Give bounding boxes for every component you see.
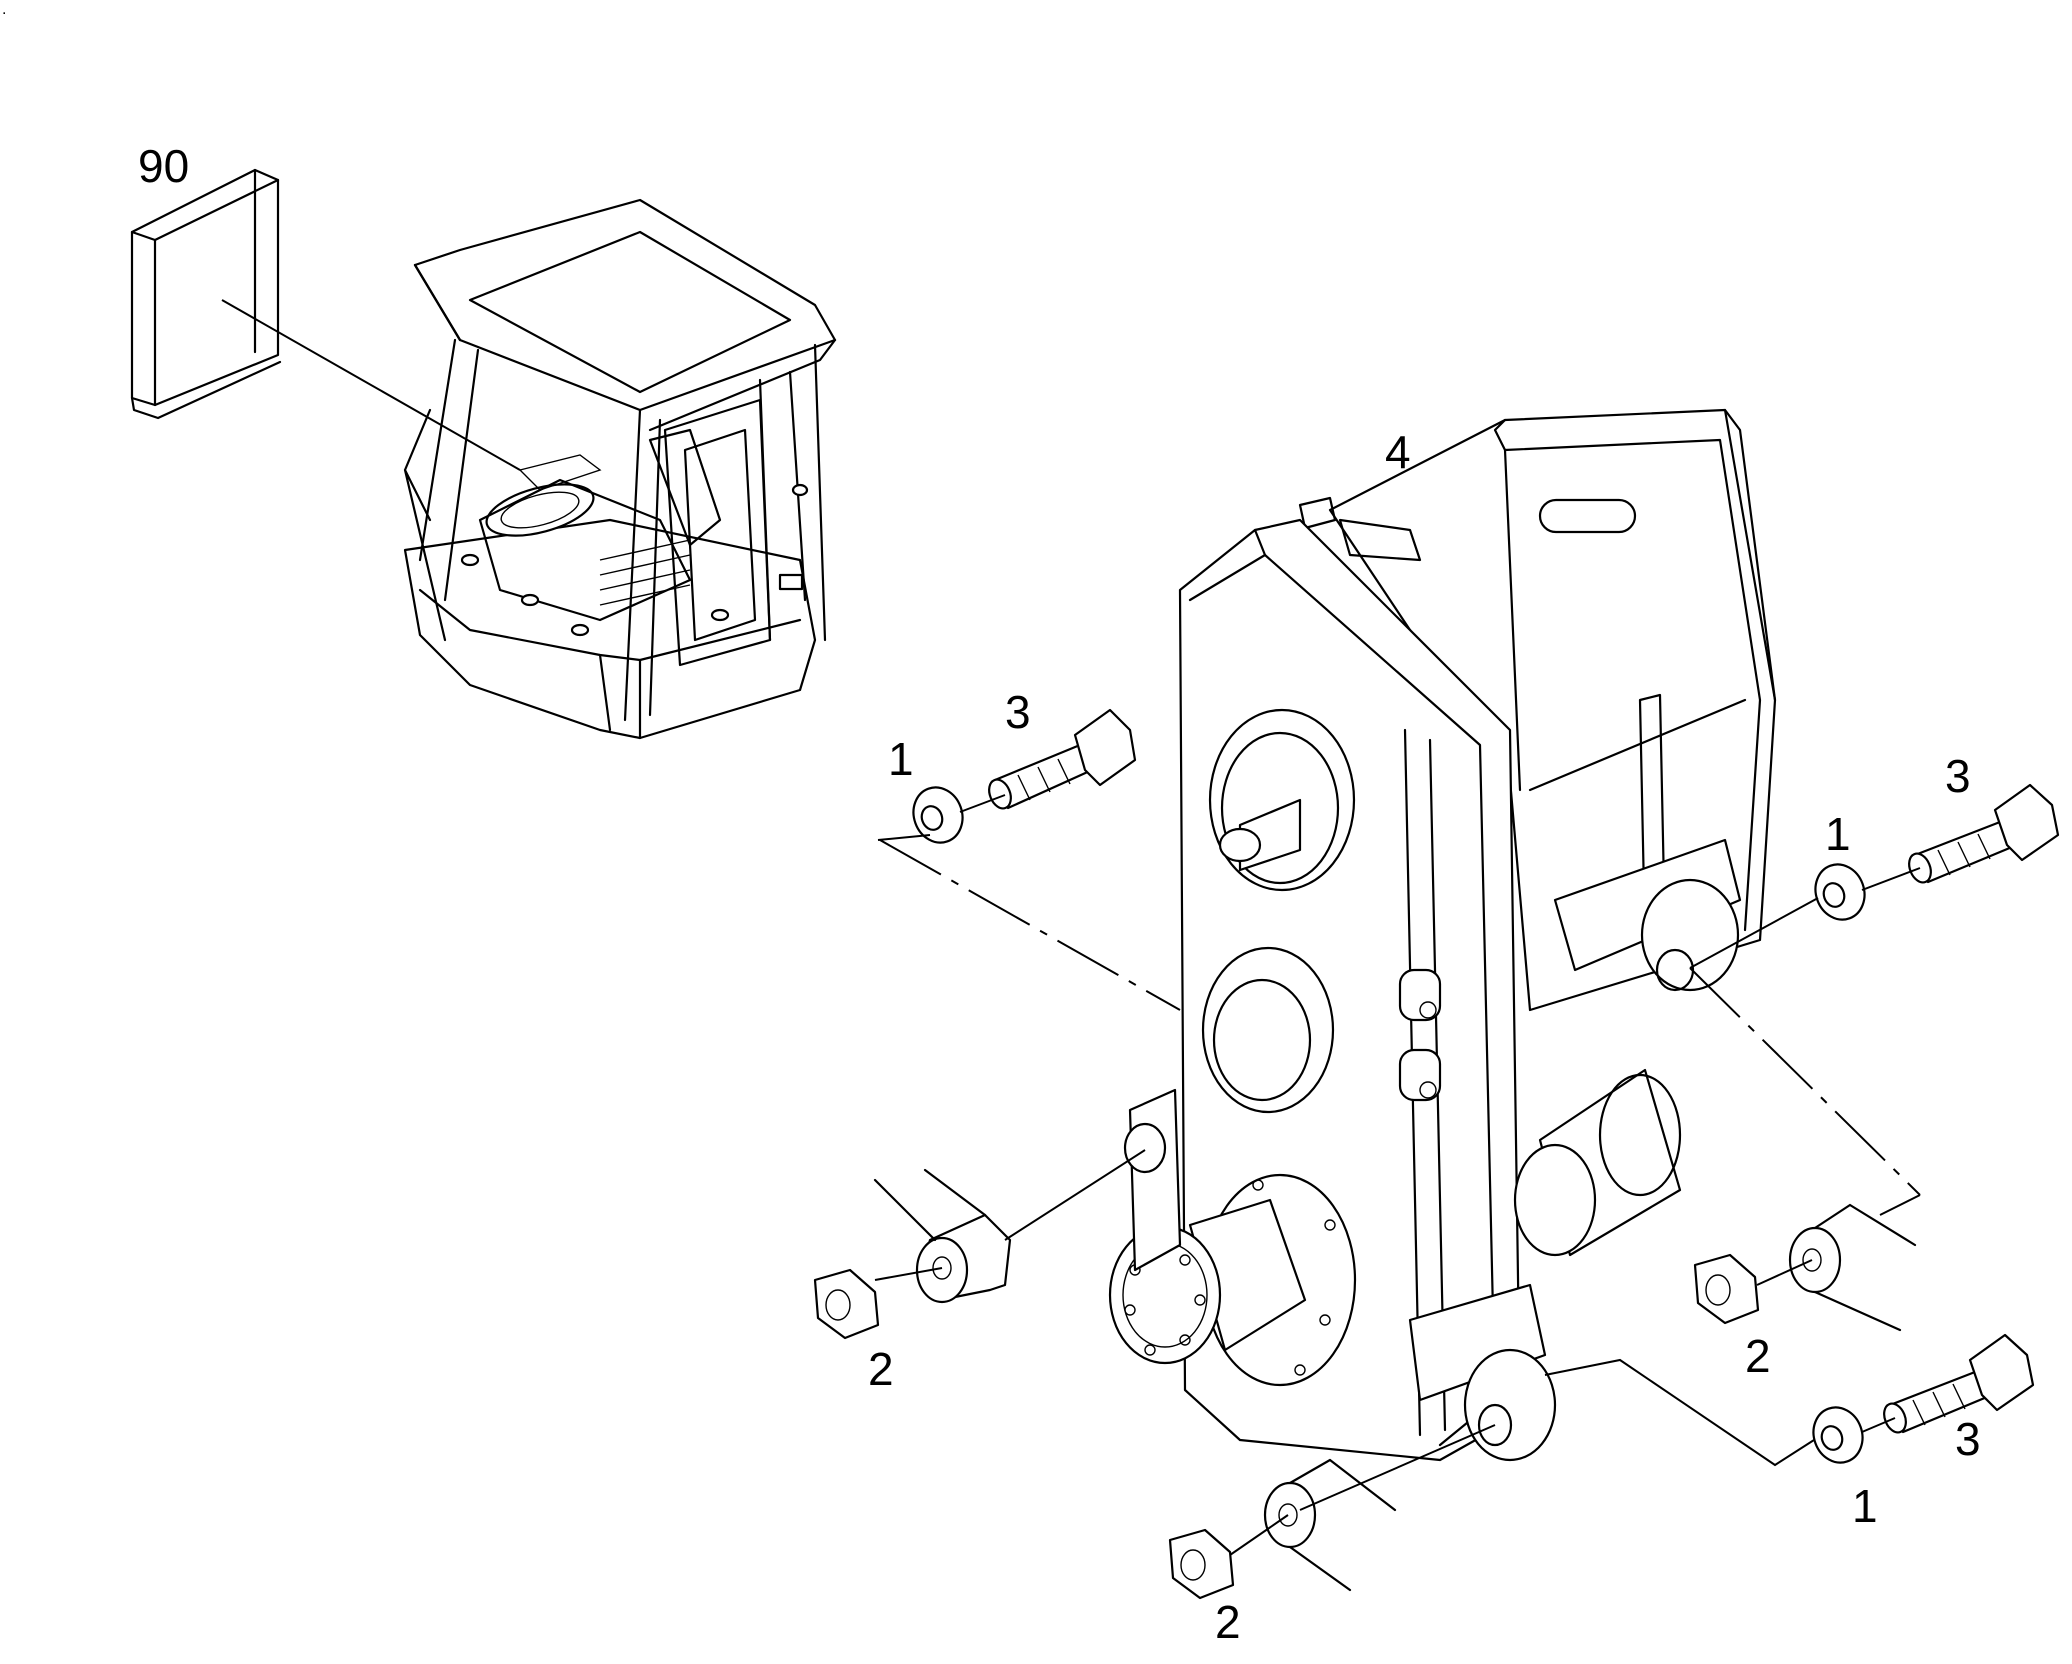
axis-bolt-lower-right: [1861, 1417, 1896, 1433]
operator-cab: [403, 198, 837, 740]
axis-bolt-upper-left: [959, 794, 1006, 813]
callout-bolt-upper-right: 3: [1945, 750, 1971, 802]
washer-upper-left: [912, 786, 964, 844]
centerline-upper-left: [879, 839, 1181, 1011]
axis-bolt-upper-right: [1861, 867, 1921, 891]
centerline-upper-right-stub: [1879, 1194, 1921, 1216]
rubber-mount-bottom: [1263, 1458, 1397, 1592]
bolt-upper-right: [1908, 783, 2060, 884]
axis-mount-bottom: [1299, 1424, 1496, 1511]
rubber-mount-left: [873, 1168, 1012, 1304]
callout-nut-right: 2: [1745, 1330, 1771, 1382]
callout-transmission: 4: [1385, 426, 1411, 478]
washer-lower-right: [1812, 1406, 1864, 1464]
axis-washer-upper-right: [1689, 897, 1819, 969]
nut-left: [813, 1268, 880, 1340]
transmission-part-4: [1108, 408, 1777, 1462]
label-plate-part-90: [130, 168, 282, 420]
callout-cab: 90: [138, 140, 189, 192]
callout-nut-left: 2: [868, 1343, 894, 1395]
callout-bolt-upper-left: 3: [1005, 686, 1031, 738]
rubber-mount-right: [1788, 1203, 1917, 1332]
corner-mark: .: [2, 1, 6, 18]
nut-bottom: [1168, 1528, 1235, 1600]
washer-upper-right: [1814, 863, 1866, 921]
axis-nut-right: [1756, 1259, 1813, 1286]
axis-mount-left: [1004, 1149, 1146, 1241]
callout-bolt-lower-right: 3: [1955, 1413, 1981, 1465]
callout-washer-upper-right: 1: [1825, 808, 1851, 860]
callout-washer-lower-right: 1: [1852, 1480, 1878, 1532]
callout-washer-upper-left: 1: [888, 733, 914, 785]
centerline-upper-right: [1689, 967, 1921, 1196]
centerline-upper-left-stub: [877, 834, 931, 841]
bolt-lower-right: [1883, 1333, 2035, 1434]
centerline-lower-right: [1544, 1358, 1815, 1467]
nut-right: [1693, 1253, 1760, 1325]
axis-nut-left: [874, 1267, 943, 1281]
axis-nut-bottom: [1229, 1514, 1289, 1556]
leader-line-part-90: [221, 299, 521, 471]
bolt-upper-left: [988, 708, 1137, 810]
callout-nut-bottom: 2: [1215, 1596, 1241, 1648]
